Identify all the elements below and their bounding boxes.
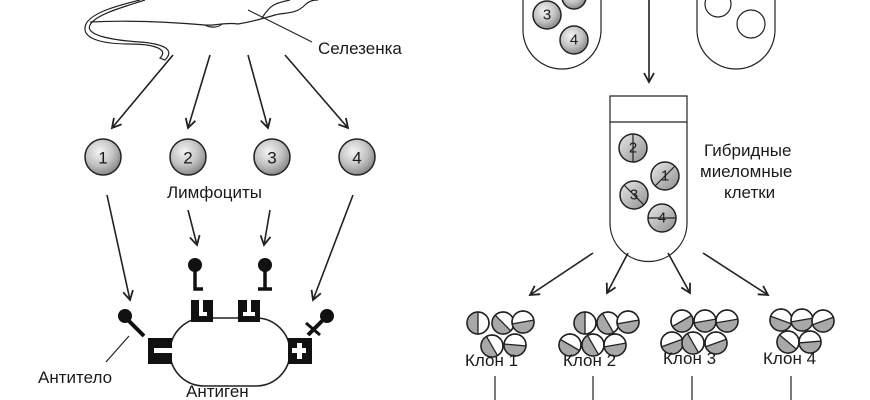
clone-cell — [670, 309, 694, 333]
myeloma-cell — [704, 0, 732, 18]
antigen — [148, 300, 312, 387]
svg-text:4: 4 — [570, 32, 578, 49]
antigen-label: Антиген — [186, 382, 249, 400]
clone-cell — [511, 310, 535, 334]
myeloma-tube — [696, 0, 776, 70]
lymphocyte-number: 1 — [98, 149, 107, 168]
lymphocyte-number: 2 — [183, 149, 192, 168]
epitope-4 — [288, 338, 312, 364]
clone-cell — [558, 333, 582, 357]
hybrid-cell-1: 1 — [650, 161, 680, 191]
lymphocyte-4: 4 — [338, 138, 376, 176]
lymphocytes-label: Лимфоциты — [167, 183, 262, 202]
clone-cell — [466, 311, 490, 335]
hybrid-to-clone-arrows — [528, 252, 770, 297]
antibody-label: Антитело — [38, 368, 112, 387]
clone-cell — [811, 309, 835, 333]
epitope-2 — [191, 300, 213, 322]
arrow-to-clone-1 — [528, 252, 594, 297]
antibody-3 — [258, 258, 272, 291]
clone-label-2: Клон 2 — [563, 351, 616, 370]
svg-text:2: 2 — [629, 140, 637, 157]
clone-cell — [681, 331, 705, 355]
mouse-to-lymphocyte-arrows — [110, 54, 350, 130]
lymphocyte-number: 4 — [352, 149, 361, 168]
clone-cell — [798, 330, 822, 354]
clone-cell — [603, 333, 627, 357]
svg-text:4: 4 — [658, 210, 666, 227]
antibody-pointer-line — [105, 335, 130, 363]
lymphocyte-number: 3 — [267, 149, 276, 168]
lymphocyte-row: 1 2 3 4 — [84, 138, 376, 176]
arrow-to-antibody-4 — [310, 194, 354, 302]
clone-clusters — [466, 308, 835, 358]
arrow-to-clone-4 — [702, 252, 770, 297]
antibody-2 — [188, 258, 203, 291]
clone-cell — [480, 334, 504, 358]
lymphocyte-1: 1 — [84, 138, 122, 176]
clone-cell — [769, 308, 793, 332]
tube-cell-3: 3 — [532, 0, 562, 30]
spleen-pointer-line — [247, 9, 313, 43]
tube-cell-partial — [561, 0, 587, 10]
hybrid-cell-4: 4 — [647, 203, 677, 233]
svg-text:3: 3 — [630, 187, 638, 204]
svg-text:1: 1 — [661, 168, 669, 185]
hybrid-label-line-1: Гибридные — [704, 141, 791, 160]
clone-cluster-4 — [769, 308, 835, 354]
clone-cell — [596, 311, 620, 335]
clone-label-3: Клон 3 — [663, 349, 716, 368]
epitope-1 — [148, 338, 172, 364]
clone-cell — [704, 331, 728, 355]
clone-label-4: Клон 4 — [763, 349, 816, 368]
clone-cluster-3 — [660, 309, 739, 355]
hybrid-label-line-2: миеломные — [700, 162, 792, 181]
clone-label-1: Клон 1 — [465, 351, 518, 370]
lymphocyte-2: 2 — [169, 138, 207, 176]
tube-cell-4: 4 — [559, 25, 589, 55]
antibody-4 — [305, 309, 334, 337]
clone-cell — [715, 309, 739, 333]
clone-cluster-1 — [466, 310, 535, 358]
myeloma-cell — [736, 9, 766, 39]
lymphocyte-tube: 3 4 — [522, 0, 602, 70]
hybrid-cell-3: 3 — [619, 180, 649, 210]
clone-cell — [503, 333, 527, 357]
lymphocyte-3: 3 — [253, 138, 291, 176]
epitope-3 — [238, 300, 260, 322]
spleen-label: Селезенка — [318, 39, 402, 58]
clone-cell — [790, 308, 814, 332]
clone-cell — [660, 331, 684, 355]
arrow-to-antibody-3 — [259, 209, 272, 247]
clone-cell — [491, 311, 515, 335]
clone-cell — [776, 330, 800, 354]
clone-cell — [693, 309, 717, 333]
antibody-1 — [118, 309, 146, 338]
hybrid-label-line-3: клетки — [724, 183, 775, 202]
clone-cluster-2 — [558, 310, 640, 357]
lymphocyte-to-antibody-arrows — [106, 194, 354, 302]
arrow-to-antibody-1 — [106, 194, 134, 302]
arrow-to-lymphocyte-2 — [184, 54, 211, 130]
svg-text:3: 3 — [543, 7, 551, 24]
clone-cell — [616, 310, 640, 334]
arrow-to-clone-2 — [605, 252, 629, 295]
arrow-to-lymphocyte-1 — [110, 54, 174, 130]
arrow-to-clone-3 — [667, 252, 691, 295]
hybrid-tube: 2 1 3 4 — [609, 95, 688, 263]
hybrid-cell-2: 2 — [618, 133, 648, 163]
clone-cell — [573, 311, 597, 335]
arrow-to-antibody-2 — [187, 209, 201, 247]
arrow-to-lymphocyte-3 — [247, 54, 272, 130]
arrow-to-lymphocyte-4 — [284, 54, 350, 130]
mouse-outline — [84, 0, 319, 61]
